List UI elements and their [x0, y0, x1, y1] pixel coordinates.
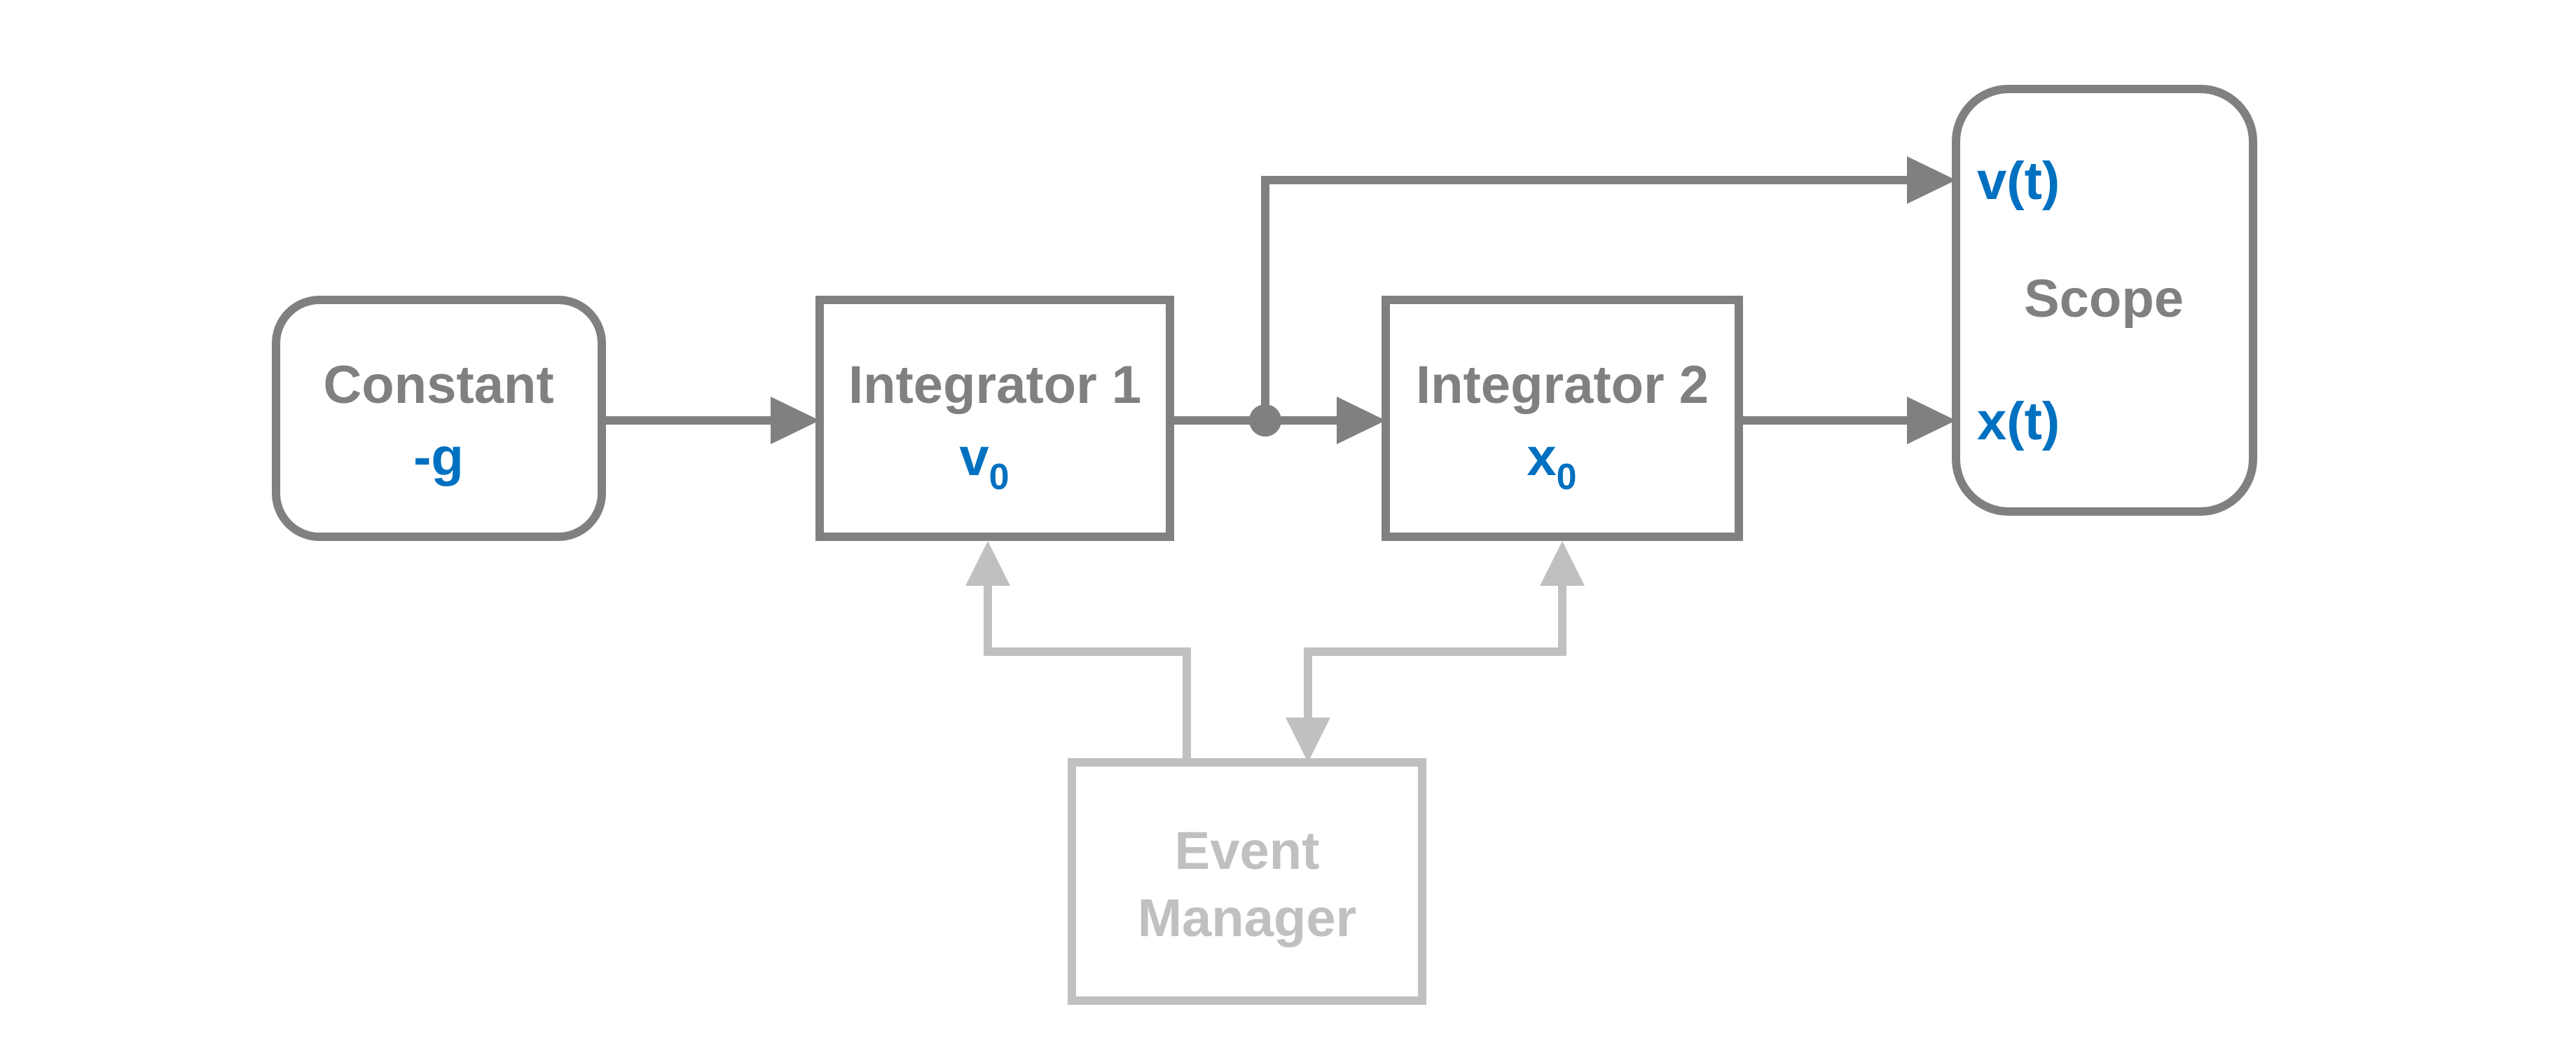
- integrator1-initial-subscript: 0: [989, 457, 1010, 498]
- integrator2-title: Integrator 2: [1416, 355, 1709, 415]
- branch-point: [1249, 404, 1281, 437]
- event-manager-label-line2: Manager: [1138, 889, 1357, 948]
- arrowhead-into-integrator1: [771, 397, 820, 444]
- scope-block[interactable]: v(t) Scope x(t): [1952, 85, 2257, 516]
- event-manager-block[interactable]: Event Manager: [1068, 758, 1426, 1005]
- scope-title: Scope: [2024, 269, 2184, 329]
- event-connections: [984, 575, 1566, 762]
- velocity-to-scope-line[interactable]: [1261, 176, 1914, 420]
- event-manager-label-line1: Event: [1175, 821, 1320, 881]
- integrator2-initial-condition: x0: [1527, 427, 1576, 498]
- integrator1-block-frame: [815, 296, 1174, 541]
- integrator2-block[interactable]: Integrator 2 x0: [1382, 296, 1743, 541]
- integrator1-initial-condition: v0: [959, 427, 1009, 498]
- signal-lines: [602, 176, 1914, 425]
- integrator2-initial-subscript: 0: [1557, 457, 1577, 498]
- scope-block-frame: [1952, 85, 2257, 516]
- arrowhead-to-event-manager: [1286, 718, 1330, 762]
- arrowhead-into-scope-bottom: [1907, 397, 1956, 444]
- constant-title: Constant: [323, 355, 553, 415]
- event-manager-block-frame: [1068, 758, 1426, 1005]
- scope-port-velocity: v(t): [1977, 151, 2060, 211]
- event-to-integrator1-line[interactable]: [984, 575, 1191, 762]
- arrowhead-to-integrator2: [1540, 541, 1585, 586]
- integrator2-block-frame: [1382, 296, 1743, 541]
- scope-port-position: x(t): [1977, 392, 2060, 451]
- event-integrator2-link-line[interactable]: [1304, 575, 1566, 722]
- arrowhead-to-integrator1: [965, 541, 1010, 586]
- integrator1-title: Integrator 1: [848, 355, 1141, 415]
- constant-value: -g: [413, 427, 464, 487]
- arrowhead-into-scope-top: [1907, 156, 1956, 204]
- integrator1-block[interactable]: Integrator 1 v0: [815, 296, 1174, 541]
- constant-block-frame: [272, 296, 606, 541]
- constant-block[interactable]: Constant -g: [272, 296, 606, 541]
- arrowhead-into-integrator2: [1337, 397, 1386, 444]
